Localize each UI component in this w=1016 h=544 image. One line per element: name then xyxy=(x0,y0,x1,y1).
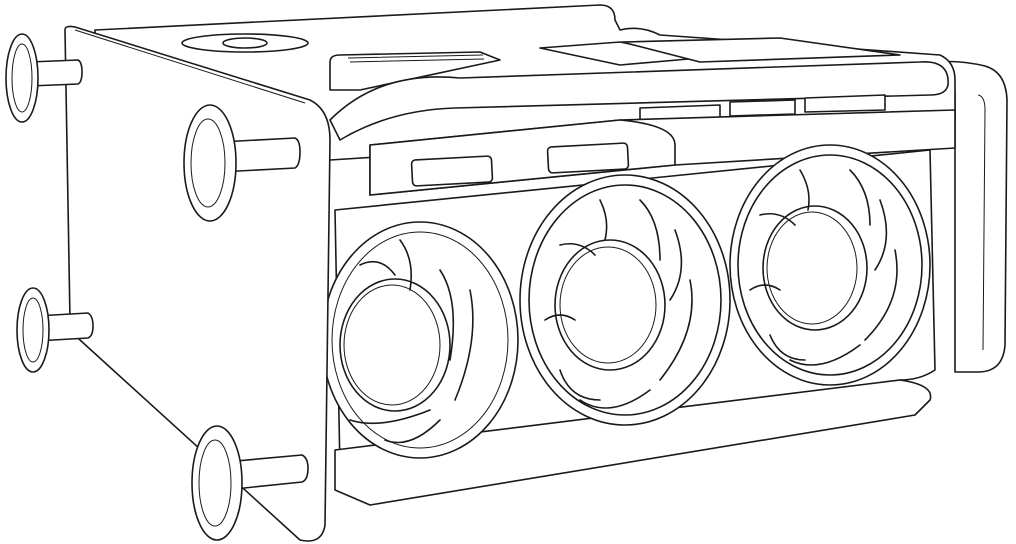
port-2 xyxy=(546,142,630,174)
foot-front-top xyxy=(183,104,301,222)
port-shelf xyxy=(369,109,956,196)
port-1 xyxy=(410,155,494,187)
foot-back-left-bottom xyxy=(16,287,94,373)
fan-left xyxy=(321,221,519,459)
foot-back-left xyxy=(5,33,83,123)
foot-front-bottom xyxy=(191,425,309,541)
fan-center xyxy=(519,174,731,426)
fan-right xyxy=(729,144,931,386)
